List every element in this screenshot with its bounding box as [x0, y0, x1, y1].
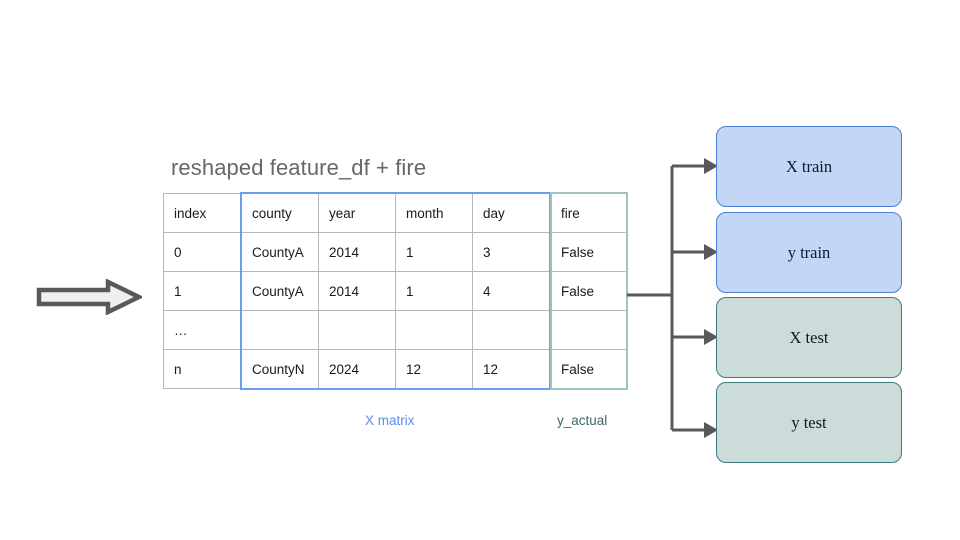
output-box-x-train[interactable]: X train	[716, 126, 902, 207]
cell-month: 1	[395, 271, 473, 311]
column-header-day: day	[472, 193, 551, 233]
cell-index: 1	[163, 271, 242, 311]
column-header-index: index	[163, 193, 242, 233]
output-box-label: y test	[791, 412, 827, 432]
cell-fire: False	[550, 349, 628, 389]
output-box-label: X train	[785, 156, 833, 176]
table-row: 0 CountyA 2014 1 3 False	[163, 232, 628, 272]
table-row: n CountyN 2024 12 12 False	[163, 349, 628, 389]
cell-day: 12	[472, 349, 551, 389]
output-box-label: X test	[789, 327, 829, 347]
cell-fire: False	[550, 232, 628, 272]
table-row: 1 CountyA 2014 1 4 False	[163, 271, 628, 311]
table-header-row: index county year month day fire	[163, 193, 628, 233]
cell-county: CountyN	[241, 349, 319, 389]
cell-month: 12	[395, 349, 473, 389]
cell-year: 2014	[318, 232, 396, 272]
input-flow-arrow	[36, 279, 142, 315]
cell-month: 1	[395, 232, 473, 272]
cell-index: 0	[163, 232, 242, 272]
cell-day	[472, 310, 551, 350]
cell-index: n	[163, 349, 242, 389]
column-header-county: county	[241, 193, 319, 233]
output-box-label: y train	[787, 242, 831, 262]
x-matrix-caption: X matrix	[365, 413, 415, 428]
column-header-year: year	[318, 193, 396, 233]
cell-index: …	[163, 310, 242, 350]
cell-year	[318, 310, 396, 350]
cell-year: 2024	[318, 349, 396, 389]
cell-county: CountyA	[241, 271, 319, 311]
feature-dataframe-table: index county year month day fire 0 Count…	[163, 193, 628, 389]
cell-fire: False	[550, 271, 628, 311]
page-title: reshaped feature_df + fire	[171, 155, 427, 180]
cell-day: 4	[472, 271, 551, 311]
cell-day: 3	[472, 232, 551, 272]
cell-fire	[550, 310, 628, 350]
column-header-fire: fire	[550, 193, 628, 233]
cell-year: 2014	[318, 271, 396, 311]
output-box-y-train[interactable]: y train	[716, 212, 902, 293]
table-row-ellipsis: …	[163, 310, 628, 350]
column-header-month: month	[395, 193, 473, 233]
cell-month	[395, 310, 473, 350]
cell-county	[241, 310, 319, 350]
output-box-x-test[interactable]: X test	[716, 297, 902, 378]
y-actual-caption: y_actual	[557, 413, 608, 428]
cell-county: CountyA	[241, 232, 319, 272]
split-connector-tree	[627, 158, 718, 438]
output-box-y-test[interactable]: y test	[716, 382, 902, 463]
